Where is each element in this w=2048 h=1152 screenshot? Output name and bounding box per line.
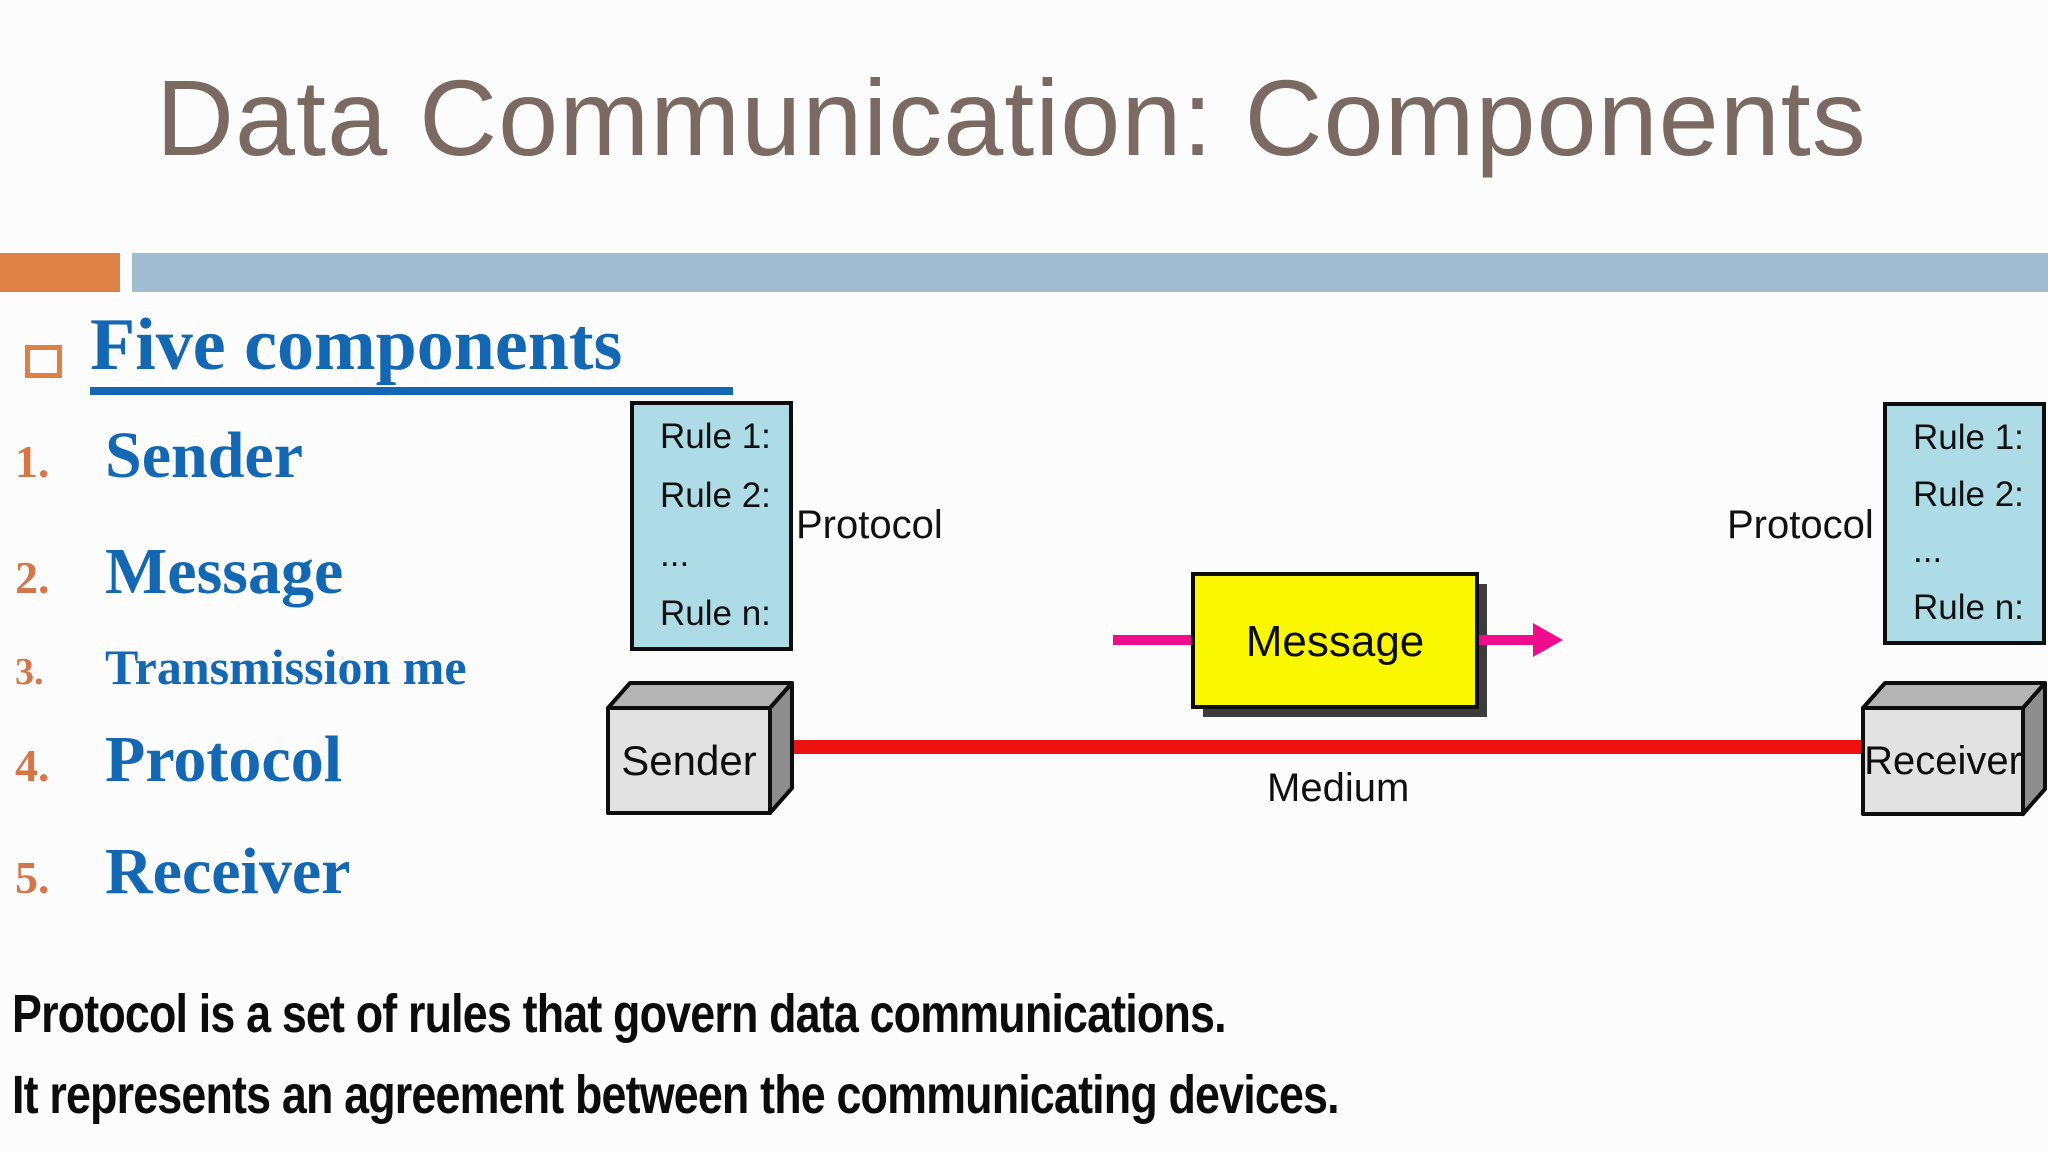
list-item-protocol: 4. Protocol [15,723,343,797]
message-out-arrowhead [1533,623,1563,657]
sender-box-label: Sender [621,737,757,784]
medium-label: Medium [1267,766,1410,810]
rule-line: ... [1913,531,1943,571]
item-label: Transmission me [105,639,467,695]
page-title: Data Communication: Components [156,57,1867,178]
protocol-rules-box-left: Rule 1: Rule 2: ... Rule n: [630,401,793,651]
sender-box-side [768,681,794,815]
square-bullet-icon [25,345,62,378]
message-box-label: Message [1245,617,1425,666]
rule-line: Rule n: [660,594,771,633]
header-accent-bar [0,253,120,292]
sender-box-top [606,681,794,710]
footer-definition-line-2: It represents an agreement between the c… [12,1065,1340,1125]
list-item-sender: 1. Sender [15,419,303,493]
receiver-box-label: Receiver [1864,739,2022,783]
receiver-box-top [1861,681,2047,710]
protocol-label-left: Protocol [796,503,943,547]
rule-line: ... [660,535,690,574]
item-number: 4. [15,740,50,791]
item-number: 1. [15,436,50,487]
protocol-rules-box-right: Rule 1: Rule 2: ... Rule n: [1883,402,2046,645]
header-main-bar [132,253,2048,292]
item-label: Sender [105,419,303,492]
list-heading: Five components [90,308,733,395]
footer-definition-line-1: Protocol is a set of rules that govern d… [12,984,1227,1044]
list-item-receiver: 5. Receiver [15,835,351,909]
item-label: Protocol [105,723,343,796]
item-label: Message [105,535,344,608]
item-label: Receiver [105,835,351,908]
item-number: 2. [15,552,50,603]
item-number: 5. [15,852,50,903]
protocol-label-right: Protocol [1727,503,1874,547]
rule-line: Rule 1: [1913,418,2024,457]
rule-line: Rule 1: [660,417,771,456]
receiver-box-side [2021,681,2047,816]
rule-line: Rule n: [1913,587,2024,627]
rule-line: Rule 2: [1913,474,2024,514]
rule-line: Rule 2: [660,476,771,515]
item-number: 3. [15,651,44,693]
list-item-transmission-medium: 3. Transmission me [15,640,467,695]
list-item-message: 2. Message [15,535,344,609]
